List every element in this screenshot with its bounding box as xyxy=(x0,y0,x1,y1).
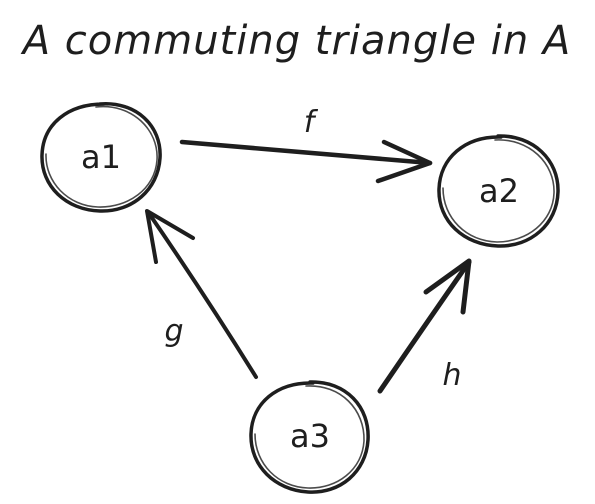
diagram-title: A commuting triangle in A xyxy=(20,18,572,64)
edge-f-label: f xyxy=(304,105,319,140)
edge-h[interactable]: h xyxy=(377,258,472,394)
edge-g-line xyxy=(146,210,258,379)
edge-f-line xyxy=(179,139,433,166)
node-a3-label: a3 xyxy=(290,417,330,455)
edge-h-label: h xyxy=(442,358,461,393)
node-a1-label: a1 xyxy=(81,138,121,176)
edge-h-line xyxy=(377,259,472,394)
edge-g-label: g xyxy=(164,314,183,349)
edge-g[interactable]: g xyxy=(145,209,258,379)
node-a1[interactable]: a1 xyxy=(40,102,162,213)
edge-f[interactable]: f xyxy=(179,105,433,184)
node-a3[interactable]: a3 xyxy=(249,380,370,494)
edge-f-arrowhead xyxy=(375,139,433,184)
node-a2[interactable]: a2 xyxy=(437,134,560,248)
edge-h-arrowhead xyxy=(423,258,472,315)
edge-g-arrowhead xyxy=(145,209,195,264)
node-a2-label: a2 xyxy=(479,172,519,210)
